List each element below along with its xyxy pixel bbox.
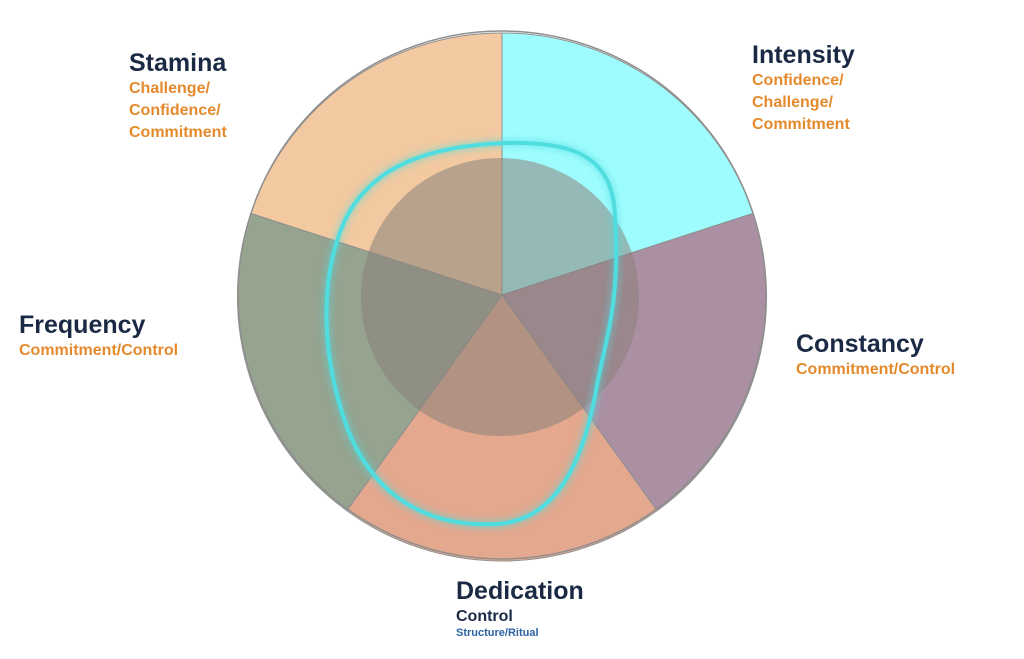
intensity-title: Intensity bbox=[752, 41, 855, 69]
constancy-subtitle: Commitment/Control bbox=[796, 361, 956, 378]
dedication-subtitle: Control bbox=[456, 608, 513, 625]
dedication-title: Dedication bbox=[456, 577, 584, 605]
outer-rim bbox=[237, 30, 767, 560]
label-constancy: Constancy Commitment/Control bbox=[796, 331, 955, 381]
glow-ring bbox=[324, 140, 619, 527]
label-stamina: Stamina Challenge/ Confidence/ Commitmen… bbox=[129, 50, 227, 144]
constancy-title: Constancy bbox=[796, 330, 924, 358]
core-circle bbox=[361, 158, 639, 436]
stamina-subtitle: Challenge/ Confidence/ Commitment bbox=[129, 80, 227, 141]
stamina-title: Stamina bbox=[129, 49, 227, 77]
label-frequency: Frequency Commitment/Control bbox=[19, 312, 178, 362]
frequency-title: Frequency bbox=[19, 311, 146, 339]
intensity-subtitle: Confidence/ Challenge/ Commitment bbox=[752, 72, 850, 133]
dedication-detail: Structure/Ritual bbox=[456, 627, 539, 639]
label-intensity: Intensity Confidence/ Challenge/ Commitm… bbox=[752, 42, 855, 136]
frequency-subtitle: Commitment/Control bbox=[19, 342, 179, 359]
label-dedication: Dedication Control Structure/Ritual bbox=[456, 578, 584, 640]
